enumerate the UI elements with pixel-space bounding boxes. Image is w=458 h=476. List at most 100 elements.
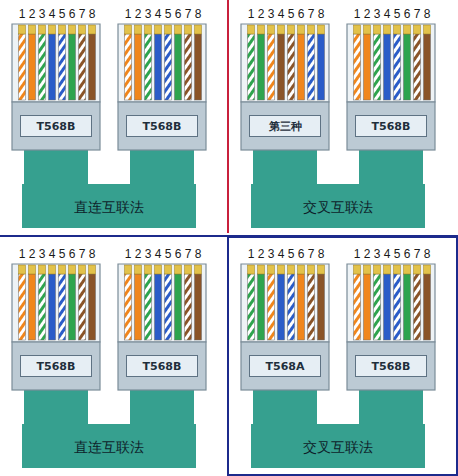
cable-assembly	[12, 264, 206, 468]
gold-contact	[145, 265, 152, 274]
rj45-plug	[241, 264, 329, 390]
pin-numbers: 12345678	[125, 7, 205, 21]
wire	[258, 34, 265, 100]
wire	[165, 274, 172, 340]
gold-contact	[175, 265, 182, 274]
wire	[79, 274, 86, 340]
gold-contact	[308, 25, 315, 34]
wire	[394, 34, 401, 100]
method-name: 交叉互联法	[303, 199, 373, 217]
gold-contact	[374, 25, 381, 34]
rj45-plug	[12, 24, 100, 150]
standard-label: T568A	[249, 355, 321, 377]
standard-name: T568A	[266, 360, 305, 373]
gold-contact	[308, 265, 315, 274]
rj45-plug	[12, 264, 100, 390]
wire	[155, 274, 162, 340]
standard-name: T568B	[143, 360, 182, 373]
gold-contact	[59, 265, 66, 274]
wire	[59, 34, 66, 100]
gold-contact	[318, 25, 325, 34]
gold-contact	[155, 25, 162, 34]
gold-contact	[195, 25, 202, 34]
gold-contact	[135, 265, 142, 274]
wire	[89, 274, 96, 340]
wire	[364, 34, 371, 100]
wire	[288, 34, 295, 100]
gold-contact	[89, 25, 96, 34]
plug-body	[347, 342, 435, 390]
gold-contact	[39, 265, 46, 274]
plug-body	[241, 342, 329, 390]
pin-numbers: 12345678	[354, 247, 434, 261]
gold-contact	[384, 265, 391, 274]
wire	[145, 274, 152, 340]
wire	[298, 274, 305, 340]
gold-contact	[69, 265, 76, 274]
wire	[374, 274, 381, 340]
wire	[59, 274, 66, 340]
pin-numbers: 12345678	[19, 247, 99, 261]
wire	[39, 274, 46, 340]
rj45-plug	[118, 24, 206, 150]
standard-label: T568B	[20, 355, 92, 377]
wire	[364, 274, 371, 340]
wire	[185, 34, 192, 100]
wire	[185, 274, 192, 340]
gold-contact	[384, 25, 391, 34]
wire	[318, 34, 325, 100]
gold-contact	[165, 265, 172, 274]
gold-contact	[29, 265, 36, 274]
gold-contact	[404, 265, 411, 274]
wire	[258, 274, 265, 340]
wire	[424, 274, 431, 340]
gold-contact	[278, 25, 285, 34]
cable-label-band: 交叉互联法	[251, 184, 425, 228]
gold-contact	[39, 25, 46, 34]
rj45-plug	[118, 264, 206, 390]
gold-contact	[19, 25, 26, 34]
wire	[404, 34, 411, 100]
wire	[288, 274, 295, 340]
wire	[19, 274, 26, 340]
wire	[19, 34, 26, 100]
gold-contact	[424, 25, 431, 34]
pin-numbers: 12345678	[248, 7, 328, 21]
wire	[308, 274, 315, 340]
wire	[354, 274, 361, 340]
wire	[69, 34, 76, 100]
standard-label: T568B	[355, 355, 427, 377]
gold-contact	[394, 25, 401, 34]
wire	[374, 34, 381, 100]
gold-contact	[298, 25, 305, 34]
method-name: 交叉互联法	[303, 439, 373, 457]
plug-body	[12, 102, 100, 150]
gold-contact	[145, 25, 152, 34]
standard-label: T568B	[20, 115, 92, 137]
wire	[308, 34, 315, 100]
divider	[227, 0, 229, 233]
gold-contact	[125, 25, 132, 34]
wire	[248, 34, 255, 100]
wire	[135, 274, 142, 340]
wire	[175, 34, 182, 100]
gold-contact	[79, 25, 86, 34]
panel-frame	[228, 237, 457, 475]
plug-body	[118, 102, 206, 150]
wire	[49, 34, 56, 100]
cable-band	[251, 184, 425, 228]
wire	[404, 274, 411, 340]
cable-assembly	[241, 264, 435, 468]
wire	[79, 34, 86, 100]
gold-contact	[374, 265, 381, 274]
wire	[268, 274, 275, 340]
gold-contact	[278, 265, 285, 274]
gold-contact	[394, 265, 401, 274]
wire	[278, 34, 285, 100]
wire	[175, 274, 182, 340]
wire	[125, 274, 132, 340]
standard-label: T568B	[355, 115, 427, 137]
wire	[384, 274, 391, 340]
gold-contact	[288, 265, 295, 274]
